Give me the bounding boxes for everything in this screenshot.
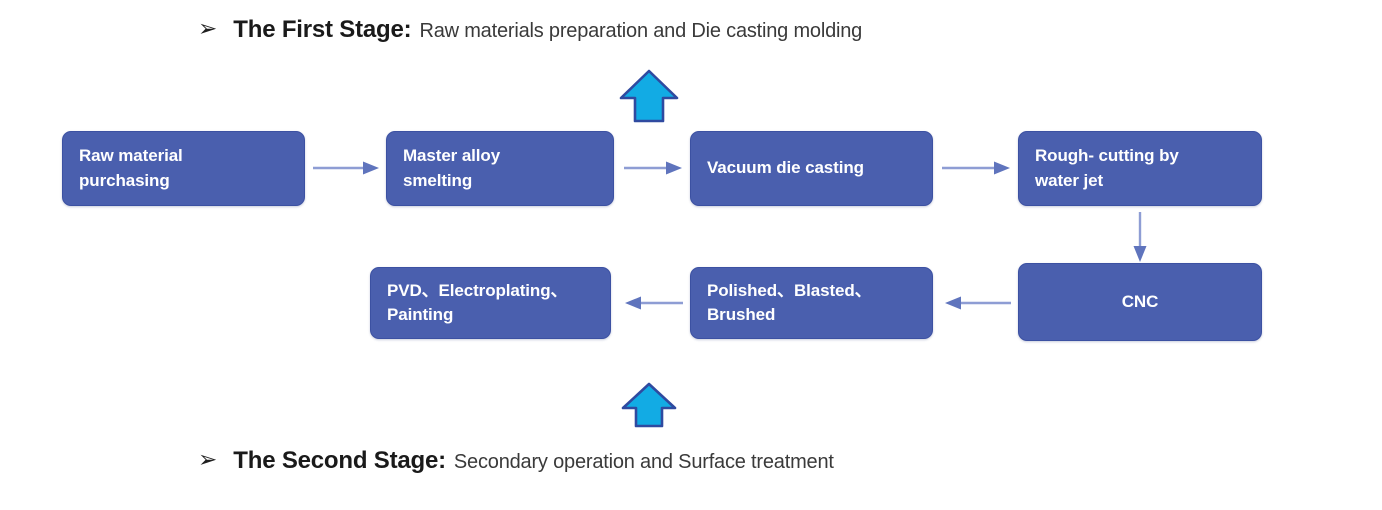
flow-box-vacuum-die-casting[interactable]: Vacuum die casting (690, 131, 933, 206)
bullet-arrow-icon: ➢ (198, 16, 218, 42)
stage-arrow-first-icon (618, 68, 680, 124)
flow-box-line: PVD、Electroplating、 (387, 280, 568, 300)
flow-box-pvd-electroplating-painting[interactable]: PVD、Electroplating、 Painting (370, 267, 611, 339)
arrow-cnc-to-polished-icon (945, 295, 1011, 311)
flow-box-line: Raw material (79, 146, 183, 166)
flow-box-line: Polished、Blasted、 (707, 280, 872, 300)
stage-arrow-second-icon (620, 381, 678, 429)
flow-box-line: Rough- cutting by (1035, 146, 1179, 166)
heading-second-stage-subtitle: Secondary operation and Surface treatmen… (453, 451, 834, 473)
arrow-vacuum-to-rough-icon (942, 160, 1010, 176)
flow-box-master-alloy-smelting[interactable]: Master alloy smelting (386, 131, 614, 206)
flow-box-line: Painting (387, 305, 454, 324)
arrow-master-to-vacuum-icon (624, 160, 682, 176)
heading-second-stage: ➢ The Second Stage: Secondary operation … (198, 447, 834, 475)
arrow-polished-to-pvd-icon (625, 295, 683, 311)
flow-box-line: water jet (1035, 170, 1104, 190)
flow-box-polished-blasted-brushed[interactable]: Polished、Blasted、 Brushed (690, 267, 933, 339)
flow-box-line: CNC (1121, 291, 1159, 311)
flow-box-line: purchasing (79, 170, 170, 190)
flow-box-rough-cutting-water-jet[interactable]: Rough- cutting by water jet (1018, 131, 1262, 206)
arrow-rough-to-cnc-icon (1132, 212, 1148, 262)
heading-second-stage-title: The Second Stage: (233, 447, 446, 474)
flow-box-raw-material-purchasing[interactable]: Raw material purchasing (62, 131, 305, 206)
heading-first-stage: ➢ The First Stage: Raw materials prepara… (198, 16, 862, 44)
arrow-raw-to-master-icon (313, 160, 379, 176)
bullet-arrow-icon: ➢ (198, 447, 218, 473)
heading-first-stage-title: The First Stage: (233, 16, 412, 43)
flow-box-line: Brushed (707, 305, 776, 324)
flow-box-cnc[interactable]: CNC (1018, 263, 1262, 341)
flow-box-line: Master alloy (403, 146, 501, 166)
flow-box-line: smelting (403, 170, 473, 190)
flow-box-line: Vacuum die casting (707, 158, 864, 178)
heading-first-stage-subtitle: Raw materials preparation and Die castin… (419, 20, 863, 42)
